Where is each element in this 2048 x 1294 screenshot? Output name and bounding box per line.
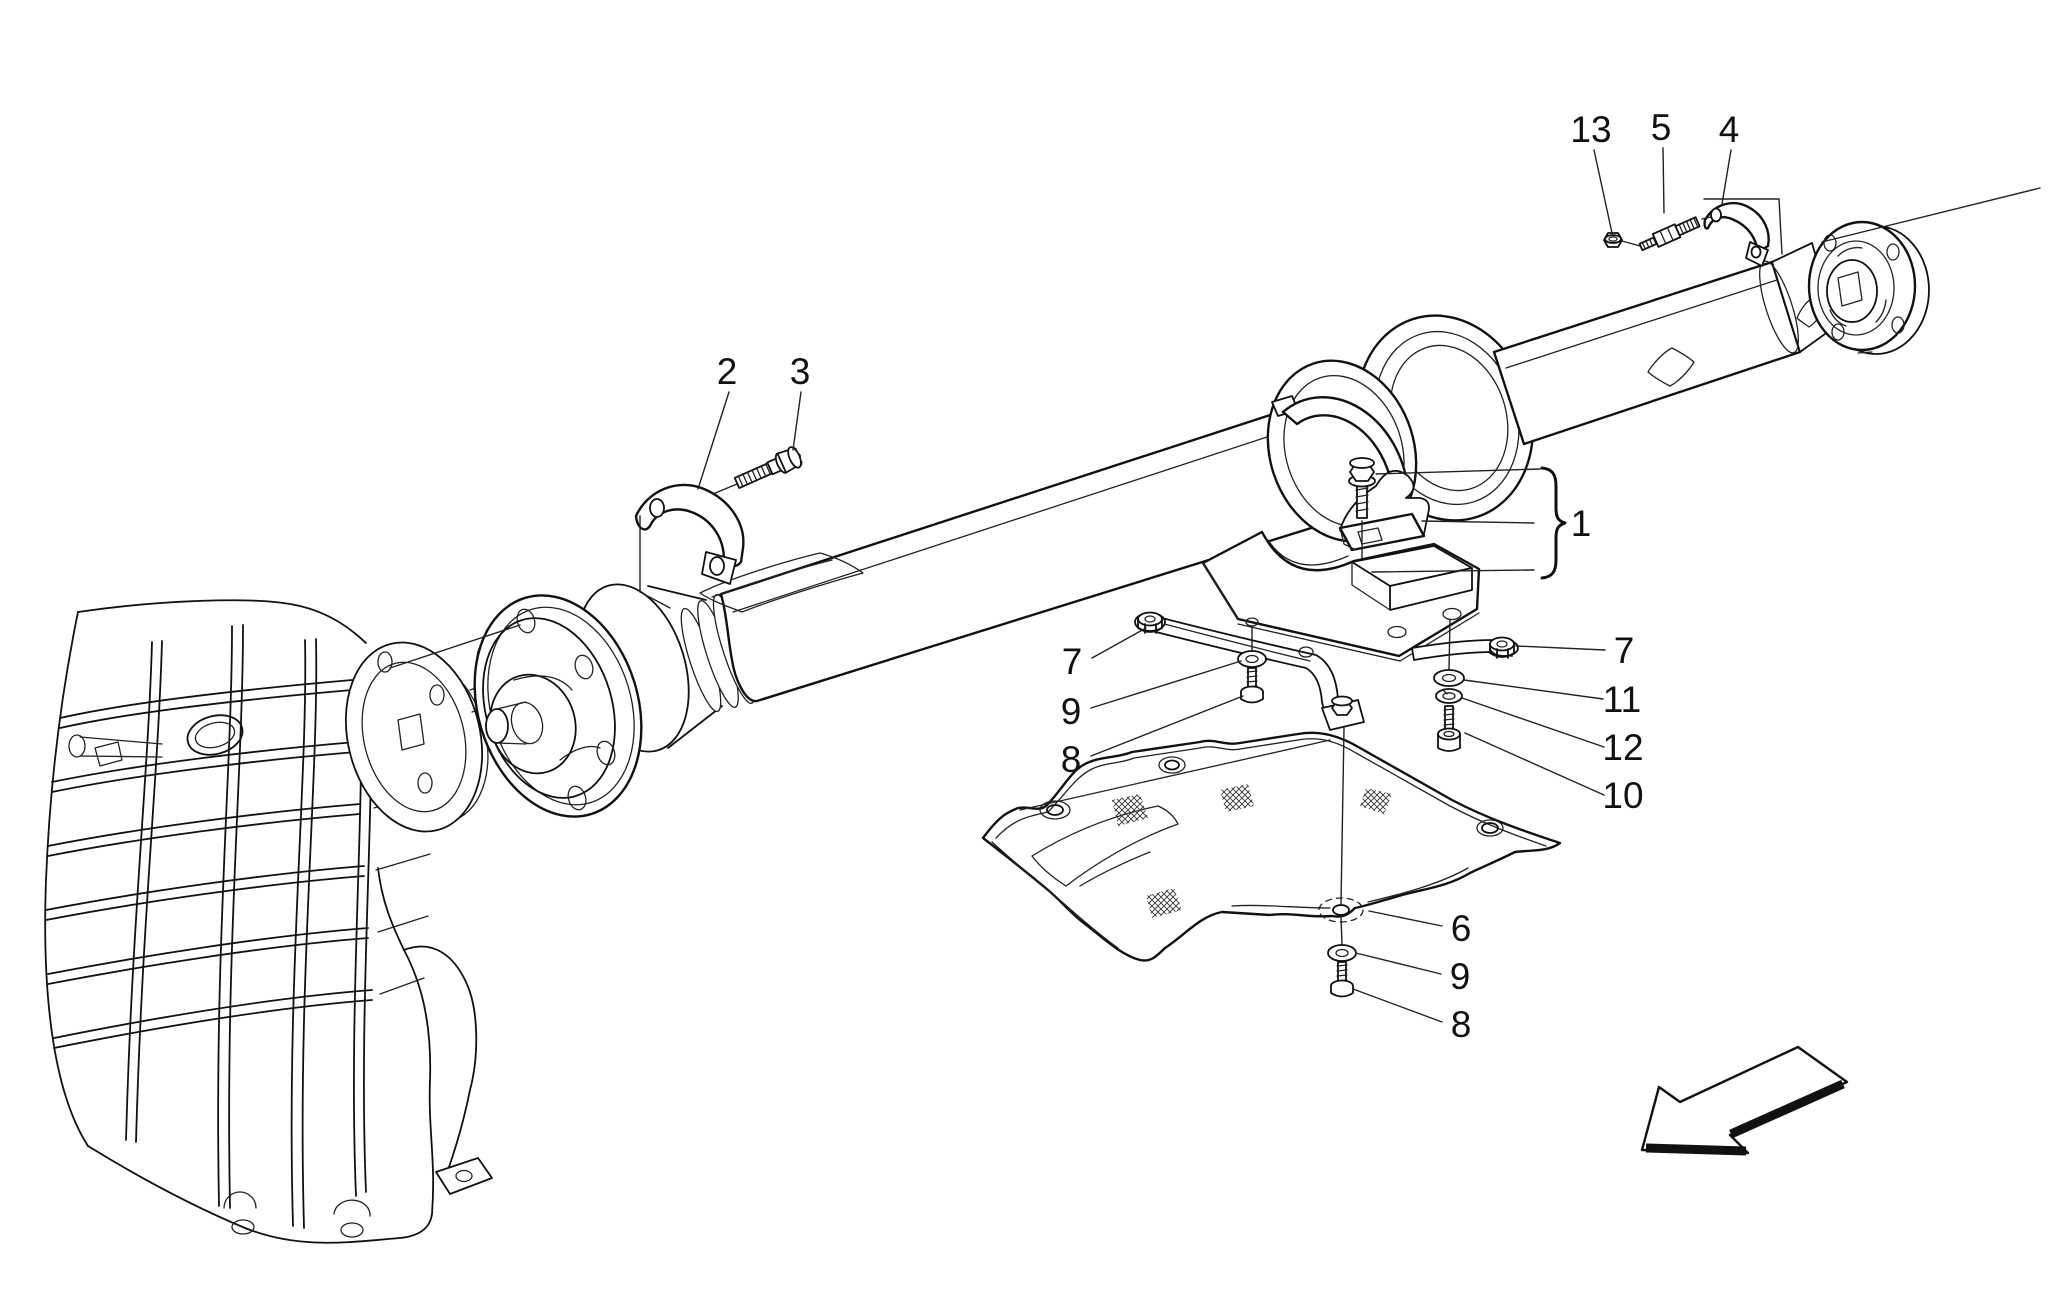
washer-9-left: [1237, 625, 1267, 668]
hub-stub: [485, 708, 509, 744]
callout-9-bottom: 9: [1450, 956, 1471, 997]
clamp-bracket-2: [634, 483, 745, 585]
callout-7-left: 7: [1062, 641, 1083, 682]
callout-2: 2: [717, 351, 738, 392]
callout-6: 6: [1451, 908, 1472, 949]
bolt-8-bottom: [1330, 961, 1354, 998]
callout-11: 11: [1603, 679, 1641, 720]
bolt-8-left: [1240, 667, 1264, 704]
flex-disc-coupling: [473, 594, 643, 818]
washer-11: [1433, 619, 1465, 687]
nut-13: [1603, 232, 1623, 248]
callout-9-left: 9: [1061, 691, 1082, 732]
clamp-bracket-4: [1703, 201, 1770, 267]
rear-flange-coupling: [1807, 220, 1930, 355]
bolt-3: [733, 446, 803, 489]
chassis-v-bracket: [1134, 611, 1519, 731]
gearbox: [44, 599, 508, 1244]
callout-8-bottom: 8: [1451, 1004, 1472, 1045]
callout-5: 5: [1651, 107, 1672, 148]
mesh-patch: [1112, 794, 1148, 826]
callout-10: 10: [1602, 775, 1643, 816]
heat-shield: [981, 731, 1562, 962]
mesh-patch: [1146, 888, 1182, 918]
callout-8-left: 8: [1061, 739, 1082, 780]
callout-7-right: 7: [1614, 630, 1635, 671]
direction-arrow-icon: [1640, 1045, 1849, 1156]
support-bracket-plate: [1201, 530, 1481, 662]
spring-washer-12: [1435, 688, 1463, 704]
gearbox-mount-bracket: [435, 1157, 493, 1195]
callout-brace: [1540, 466, 1567, 580]
bearing-clamp-bolt: [1348, 457, 1376, 519]
callout-13: 13: [1570, 109, 1611, 150]
leader-lines: [389, 147, 1732, 1023]
shaft-tube-rear: [1492, 260, 1802, 446]
mesh-patch: [1360, 788, 1392, 814]
stud-5: [1638, 216, 1701, 252]
shaft-label-patch: [699, 552, 864, 613]
washer-9-bottom: [1327, 944, 1357, 962]
callout-3: 3: [790, 351, 811, 392]
mesh-patch: [1220, 784, 1254, 812]
callouts: 2 3 13 5 4 1 7 9 8 7 11 12 10 6 9 8: [717, 107, 1740, 1045]
bolt-10: [1437, 705, 1461, 752]
gearbox-output-flange: [344, 641, 508, 833]
callout-1: 1: [1571, 503, 1592, 544]
foot-nut: [1331, 695, 1353, 716]
center-bearing-support: [1271, 395, 1430, 591]
callout-12: 12: [1602, 727, 1643, 768]
callout-4: 4: [1719, 109, 1740, 150]
nut-7-right: [1489, 636, 1515, 659]
shaft-tube-front: [719, 387, 1387, 703]
